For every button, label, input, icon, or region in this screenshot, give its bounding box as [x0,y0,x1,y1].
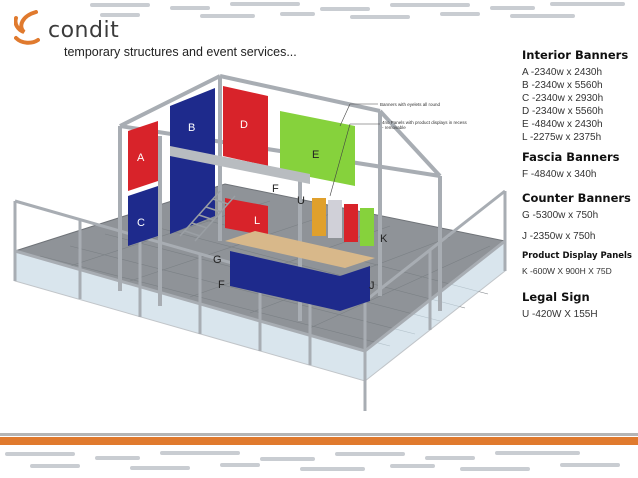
footer-divider [0,433,638,436]
legal-sign-section: Legal Sign U -420W X 155H [522,290,634,321]
structure-diagram: A C B D L E F U K G F J Banners with eye… [13,74,507,411]
interior-banners-section: Interior Banners A -2340w x 2430h B -234… [522,48,634,144]
banner-c [128,186,158,246]
svg-text:U: U [297,195,305,207]
svg-text:K: K [380,233,388,245]
svg-text:Banners with eyelets all round: Banners with eyelets all round [380,102,441,107]
brand-logo: condit [14,8,124,48]
header-stripes [80,0,638,24]
banner-d [223,86,268,166]
brand-name: condit [48,18,120,43]
spec-item: U -420W X 155H [522,309,598,320]
product-display-section: Product Display Panels K -600W X 900H X … [522,251,634,278]
banner-g [230,251,340,311]
svg-text:A: A [137,152,145,164]
spec-item: F -4840w x 340h [522,169,597,180]
svg-text:G: G [213,254,222,266]
spec-item: A -2340w x 2430h [522,67,603,78]
svg-text:D: D [240,119,248,131]
svg-text:4no Panels with product displa: 4no Panels with product displays in rece… [382,120,468,125]
svg-text:C: C [137,217,145,229]
footer-stripes [0,448,638,478]
section-heading: Product Display Panels [522,251,632,261]
spec-item: D -2340w x 5560h [522,106,604,117]
svg-text:F: F [272,183,279,195]
svg-text:L: L [254,215,260,227]
page-subtitle: temporary structures and event services.… [64,45,297,59]
banner-j [340,266,370,311]
banner-a [128,121,158,191]
spec-item: K -600W X 900H X 75D [522,266,612,276]
spec-item: B -2340w x 5560h [522,80,603,91]
spec-item: C -2340w x 2930h [522,93,604,104]
svg-text:F: F [218,279,225,291]
banner-b [170,88,215,234]
section-heading: Legal Sign [522,290,590,304]
section-heading: Fascia Banners [522,150,620,164]
section-heading: Counter Banners [522,191,631,205]
svg-text:- removable: - removable [382,125,406,130]
banner-spec-list: Interior Banners A -2340w x 2430h B -234… [522,48,634,326]
spec-item: L -2275w x 2375h [522,132,602,143]
banner-l [225,198,268,236]
footer-accent-bar [0,437,638,445]
spec-item: J -2350w x 750h [522,231,596,242]
fascia-banners-section: Fascia Banners F -4840w x 340h [522,150,634,181]
condit-logo-icon [14,10,40,45]
section-heading: Interior Banners [522,48,629,62]
svg-text:J: J [369,280,375,292]
svg-text:B: B [188,122,195,134]
counter-banners-section: Counter Banners G -5300w x 750h J -2350w… [522,191,634,243]
spec-item: E -4840w x 2430h [522,119,603,130]
banner-e [280,111,355,186]
spec-item: G -5300w x 750h [522,210,599,221]
svg-text:E: E [312,149,319,161]
